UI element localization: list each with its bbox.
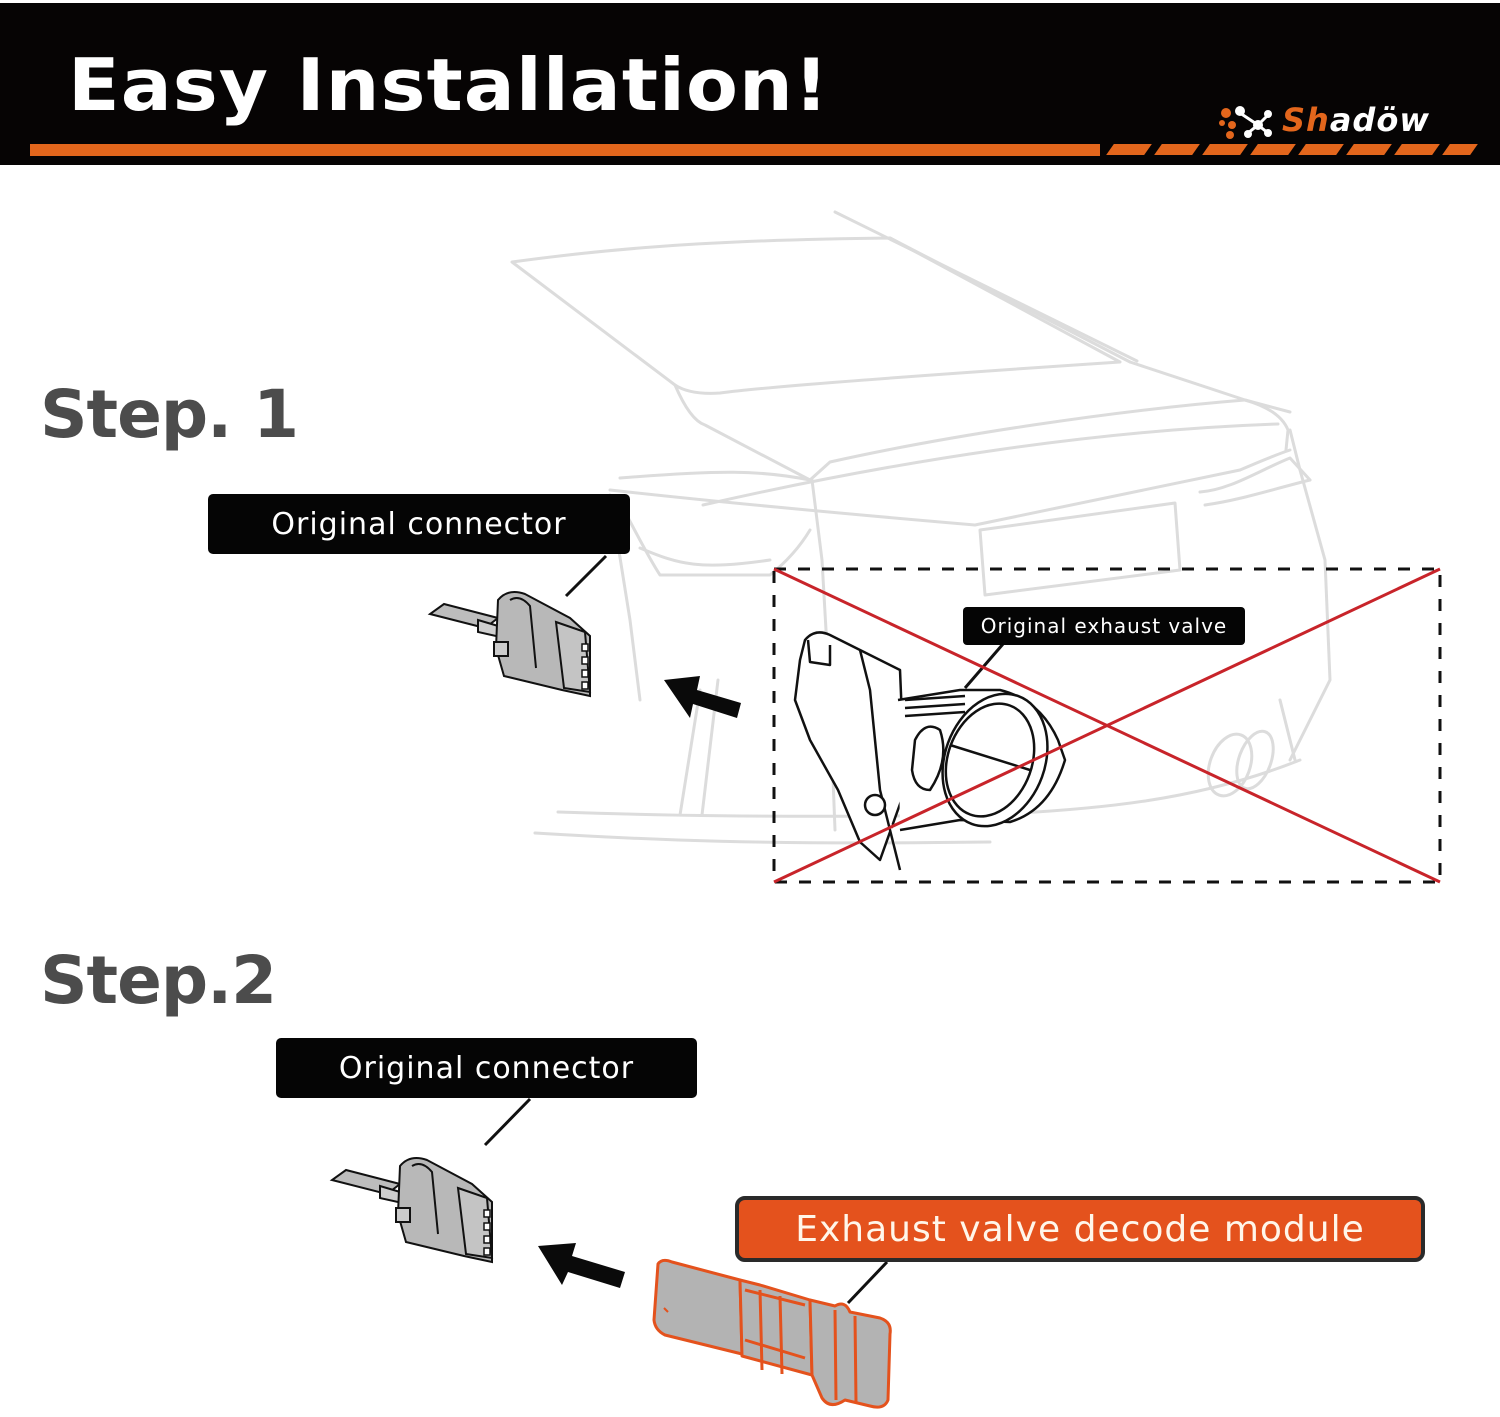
molecule-logo-icon [1219,106,1272,139]
connector-icon [329,1157,494,1264]
module-leader [846,1260,889,1305]
brand-name-part1: Sh [1282,101,1330,139]
header-banner: Easy Installation! Sh [0,3,1500,165]
exhaust-valve-icon [793,631,1067,871]
step2-connector-leader [483,1097,532,1147]
decode-module-label: Exhaust valve decode module [735,1196,1425,1262]
exhaust-valve-label: Original exhaust valve [963,607,1245,645]
accent-stripe [30,144,1100,156]
brand-name: Shadöw [1282,101,1430,139]
connector-icon [427,591,592,698]
brand-name-part2: adöw [1329,101,1430,139]
arrow-left-icon [664,676,741,718]
step1-connector-leader [564,554,608,598]
step2-connector-label: Original connector [276,1038,697,1098]
valve-leader [963,643,1005,689]
step1-heading: Step. 1 [40,376,299,453]
step1-connector-label: Original connector [208,494,630,554]
cross-out-mark [773,567,1441,884]
step2-heading: Step.2 [40,942,277,1019]
page-title: Easy Installation! [68,43,830,127]
arrow-left-icon [538,1243,625,1288]
decode-module-icon [652,1258,892,1409]
brand-logo: Shadöw [1218,101,1478,139]
removed-part-frame [772,567,1442,884]
